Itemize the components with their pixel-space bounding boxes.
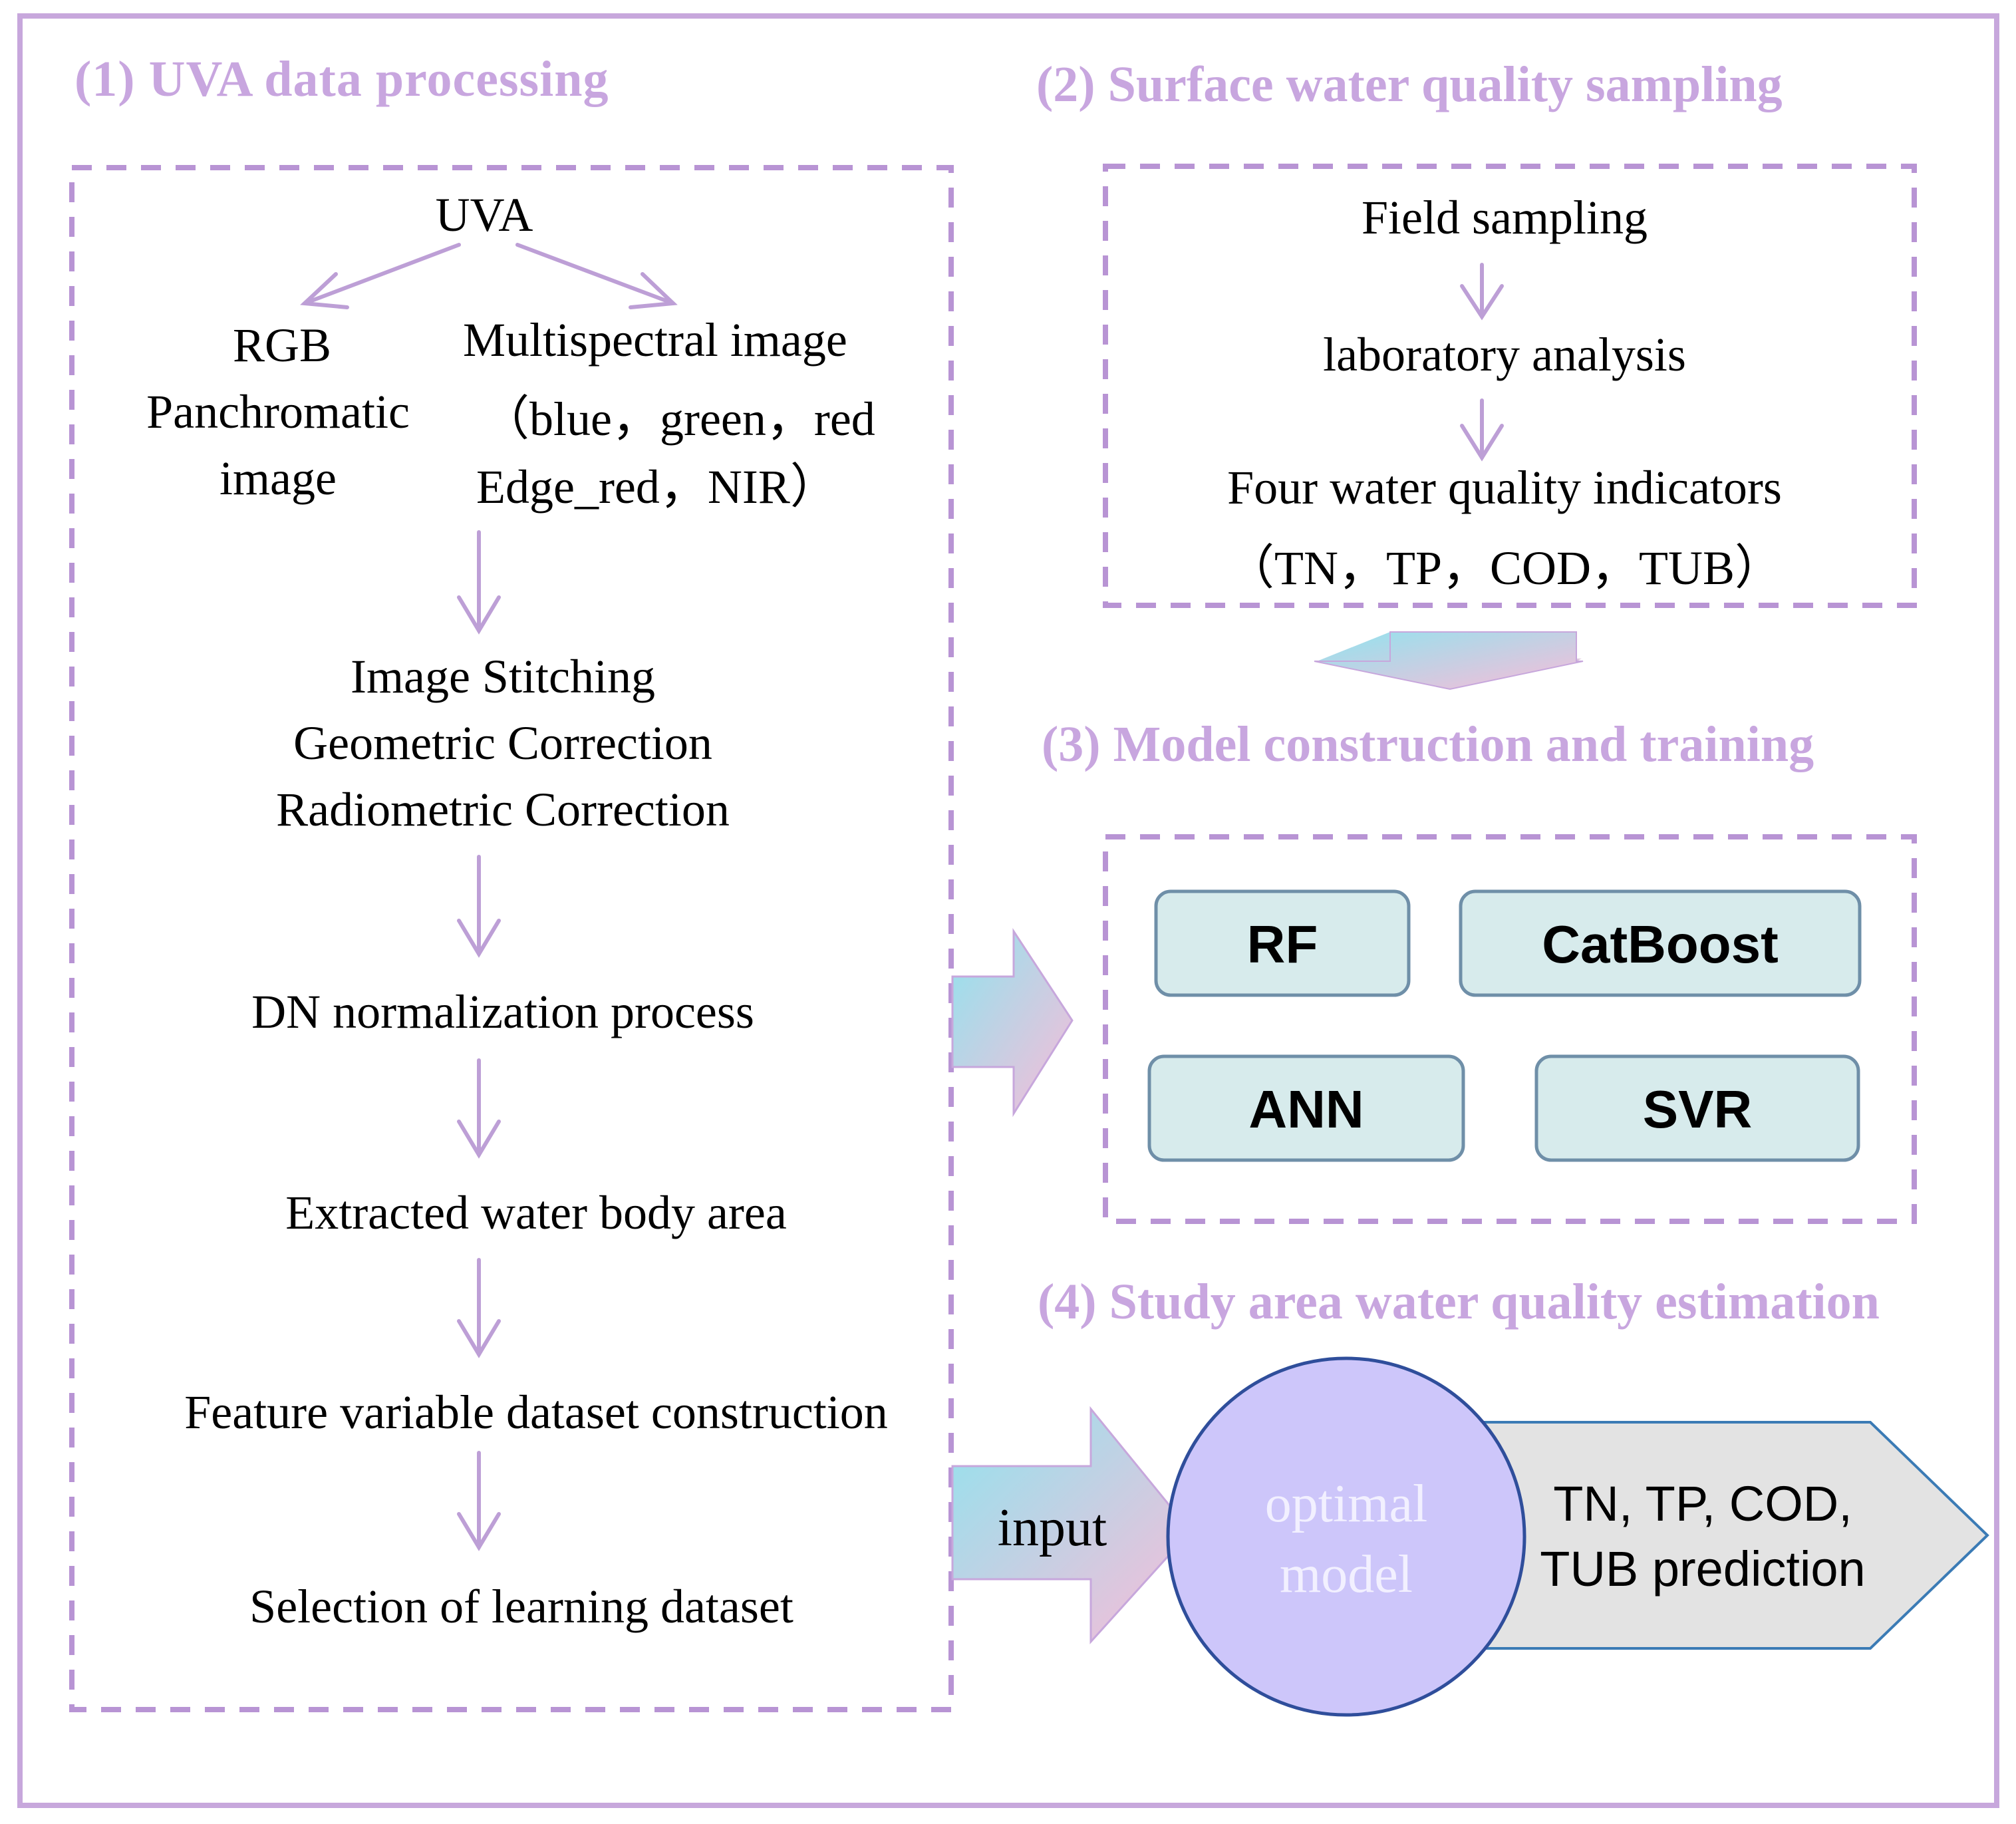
model-box-svr — [1534, 1054, 1860, 1162]
outer-frame — [17, 13, 1999, 1808]
rgb-line-1: RGB — [232, 319, 332, 372]
preprocess-line-3: Radiometric Correction — [276, 783, 730, 836]
lab-to-indicators-arrow — [1460, 398, 1504, 462]
rgb-line-3: image — [219, 452, 337, 505]
flow-arrow-1 — [457, 530, 501, 635]
preprocess-line-1: Image Stitching — [351, 650, 655, 703]
model-label-svr: SVR — [1642, 1080, 1753, 1139]
flow-arrow-3 — [457, 1058, 501, 1159]
flow-arrow-5 — [457, 1451, 501, 1551]
model-label-ann: ANN — [1248, 1080, 1364, 1139]
optimal-model-line-1: optimal — [1264, 1475, 1428, 1533]
field-sampling-label: Field sampling — [1362, 191, 1648, 244]
optimal-model-circle — [1166, 1356, 1526, 1717]
indicators-line-1: Four water quality indicators — [1227, 461, 1782, 514]
flow-arrow-2 — [457, 855, 501, 958]
prediction-line-2: TUB prediction — [1540, 1541, 1866, 1596]
field-to-lab-arrow — [1460, 263, 1504, 321]
uva-label: UVA — [435, 188, 533, 241]
model-label-rf: RF — [1246, 915, 1318, 974]
processing-to-model-arrow — [951, 927, 1074, 1118]
preprocess-line-2: Geometric Correction — [293, 716, 712, 770]
water-body-label: Extracted water body area — [285, 1186, 787, 1239]
section4-heading: (4) Study area water quality estimation — [1038, 1274, 1880, 1330]
model-label-catboost: CatBoost — [1542, 915, 1779, 974]
multispectral-line-3: Edge_red，NIR） — [476, 460, 838, 514]
section2-heading: (2) Surface water quality sampling — [1036, 57, 1783, 112]
model-box-catboost — [1459, 889, 1862, 997]
laboratory-analysis-label: laboratory analysis — [1323, 328, 1686, 381]
prediction-line-1: TN, TP, COD, — [1553, 1476, 1852, 1531]
input-arrow — [951, 1406, 1192, 1644]
model-box-rf — [1154, 889, 1411, 997]
multispectral-line-2: （blue，green，red — [482, 392, 875, 446]
sampling-to-model-arrow-body — [1314, 631, 1584, 690]
section1-heading: (1) UVA data processing — [74, 51, 609, 107]
rgb-line-2: Panchromatic — [146, 385, 410, 438]
uva-to-multispectral-arrow — [515, 243, 678, 309]
section3-heading: (3) Model construction and training — [1042, 716, 1814, 772]
model-box — [1103, 834, 1917, 1224]
feature-dataset-label: Feature variable dataset construction — [184, 1386, 888, 1439]
dn-normalization-label: DN normalization process — [251, 985, 754, 1038]
model-box-ann — [1147, 1054, 1465, 1162]
uva-to-rgb-arrow — [300, 243, 461, 309]
learning-dataset-label: Selection of learning dataset — [249, 1580, 793, 1633]
multispectral-line-1: Multispectral image — [463, 313, 847, 367]
indicators-line-2: （TN，TP，COD，TUB） — [1226, 541, 1783, 595]
flow-arrow-4 — [457, 1258, 501, 1358]
input-label: input — [997, 1499, 1107, 1557]
optimal-model-line-2: model — [1280, 1545, 1413, 1604]
